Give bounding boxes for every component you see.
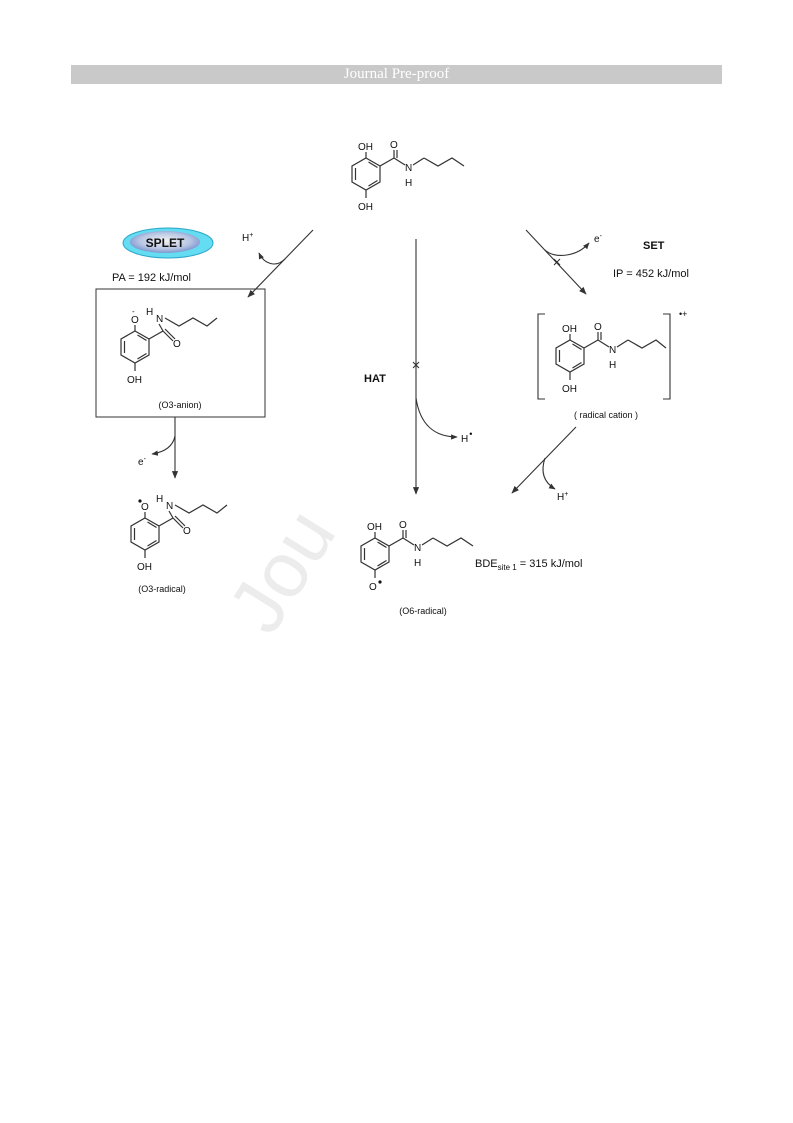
atom-o: O [399,520,407,531]
atom-h: H [146,307,153,318]
anion-box [95,288,266,418]
brackets [537,313,671,400]
caption-anion: (O3-anion) [158,400,201,410]
atom-oh: OH [562,324,577,335]
atom-oh: OH [358,142,373,153]
splet-arrow [247,229,314,298]
o3-anion-molecule: O - H N O OH [120,307,218,386]
parent-molecule: OH O N H OH [351,140,465,213]
proton-loss-arrow [511,426,577,494]
atom-h: H [156,494,163,505]
e-minus-set: e- [594,233,603,245]
minus-sign: - [132,307,135,316]
atom-oh: OH [137,562,152,573]
set-label: SET [643,240,665,252]
o3-radical-molecule: O H N O OH [130,494,228,573]
caption-radical-cation: ( radical cation ) [574,410,638,420]
h-plus-splet: H+ [242,232,253,244]
atom-oh: OH [358,202,373,213]
journal-banner: Journal Pre-proof [71,65,722,84]
atom-n: N [609,345,616,356]
hat-label: HAT [364,373,386,385]
pa-label: PA = 192 kJ/mol [112,272,191,284]
atom-oh: OH [562,384,577,395]
h-radical: H• [461,429,472,445]
atom-n: N [166,501,173,512]
atom-o: O [390,140,398,151]
atom-o: O [369,582,377,593]
set-arrow [525,229,590,295]
hat-arrow [412,239,458,495]
bde-label: BDEsite 1 = 315 kJ/mol [475,558,582,572]
charge-label: •+ [679,309,687,319]
atom-oh: OH [127,375,142,386]
atom-h: H [414,558,421,569]
atom-n: N [414,543,421,554]
atom-o: O [141,502,149,513]
radical-cation-molecule: OH O N H OH [555,322,667,395]
splet-badge: SPLET [122,227,214,259]
atom-n: N [405,163,412,174]
atom-o: O [173,339,181,350]
atom-o: O [131,315,139,326]
caption-o3-radical: (O3-radical) [138,584,186,594]
svg-text:SPLET: SPLET [146,236,185,250]
electron-loss-arrow [151,417,179,479]
atom-o: O [594,322,602,333]
atom-oh: OH [367,522,382,533]
e-minus-splet: e- [138,456,147,468]
h-plus-set: H+ [557,491,568,503]
atom-o: O [183,526,191,537]
caption-o6-radical: (O6-radical) [399,606,447,616]
ip-label: IP = 452 kJ/mol [613,268,689,280]
atom-h: H [405,178,412,189]
atom-n: N [156,314,163,325]
o6-radical-molecule: OH O N H O [360,520,474,593]
atom-h: H [609,360,616,371]
